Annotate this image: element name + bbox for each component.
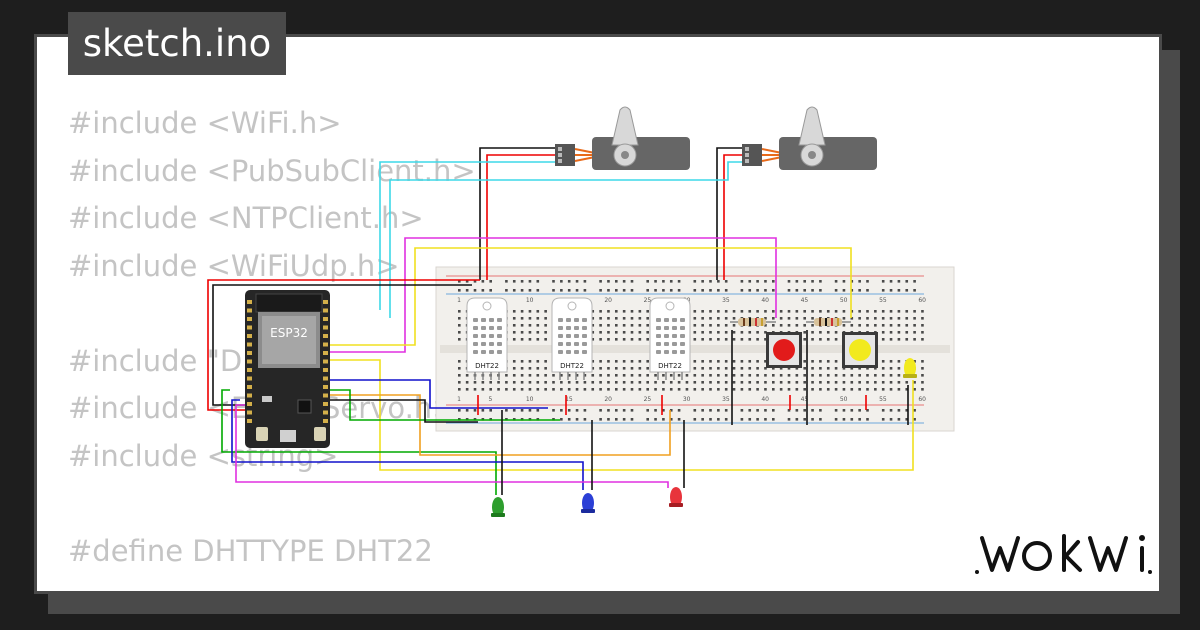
column-number: 5 bbox=[488, 396, 492, 403]
column-number: 45 bbox=[801, 396, 809, 403]
led-blue bbox=[581, 493, 595, 513]
servo-1 bbox=[555, 106, 690, 170]
wire-magenta bbox=[235, 404, 669, 488]
wires bbox=[207, 147, 914, 495]
column-number: 25 bbox=[644, 297, 652, 304]
servo-2 bbox=[742, 106, 877, 170]
code-line: #include <PubSubClient.h> bbox=[68, 153, 476, 188]
sketch-title: sketch.ino bbox=[68, 12, 286, 75]
led-green bbox=[491, 497, 505, 517]
column-number: 1 bbox=[457, 297, 461, 304]
column-number: 40 bbox=[761, 297, 769, 304]
wire-blue bbox=[231, 399, 584, 490]
column-number: 10 bbox=[526, 396, 534, 403]
column-number: 10 bbox=[526, 297, 534, 304]
column-number: 1 bbox=[457, 396, 461, 403]
dht22-label: DHT22 bbox=[475, 362, 499, 370]
column-number: 45 bbox=[801, 297, 809, 304]
column-number: 40 bbox=[761, 396, 769, 403]
wire-blue bbox=[330, 379, 548, 409]
wokwi-logo bbox=[975, 534, 1152, 574]
wire-magenta bbox=[330, 237, 777, 353]
column-number: 35 bbox=[722, 297, 730, 304]
column-number: 30 bbox=[683, 396, 691, 403]
resistor-1 bbox=[730, 318, 776, 326]
esp32-board: ESP32 bbox=[245, 290, 330, 448]
wire-yellow bbox=[330, 247, 852, 346]
wire-green bbox=[221, 389, 497, 495]
code-line: #include <NTPClient.h> bbox=[68, 201, 424, 235]
wire-green bbox=[330, 389, 560, 421]
dht22-sensor: DHT22 bbox=[649, 297, 691, 380]
wire-red bbox=[723, 154, 742, 280]
column-number: 25 bbox=[644, 396, 652, 403]
code-line: #define DHTTYPE DHT22 bbox=[68, 533, 433, 568]
column-number: 60 bbox=[918, 396, 926, 403]
wire-black bbox=[212, 284, 472, 406]
esp32-label: ESP32 bbox=[270, 326, 308, 340]
column-number: 20 bbox=[604, 396, 612, 403]
led-yellow bbox=[903, 358, 917, 378]
wire-cyan bbox=[379, 161, 555, 310]
column-number: 55 bbox=[879, 396, 887, 403]
column-number: 50 bbox=[840, 396, 848, 403]
pushbutton-yellow bbox=[842, 332, 878, 368]
column-number: 20 bbox=[604, 297, 612, 304]
code-line: #include <WiFiUdp.h> bbox=[68, 248, 400, 283]
resistor-2 bbox=[806, 318, 851, 326]
pushbutton-red bbox=[766, 332, 802, 368]
column-number: 15 bbox=[565, 396, 573, 403]
wire-yellow bbox=[330, 359, 914, 471]
wire-red bbox=[207, 279, 480, 411]
wire-red bbox=[486, 154, 555, 280]
dht22-sensors: DHT22 DHT22 DHT22 bbox=[466, 297, 691, 380]
column-number: 60 bbox=[918, 297, 926, 304]
column-numbers: 1155101015152020252530303535404045455050… bbox=[457, 297, 926, 403]
dht22-sensor: DHT22 bbox=[551, 297, 593, 380]
code-line: #include <WiFi.h> bbox=[68, 106, 342, 140]
wire-orange bbox=[330, 394, 671, 456]
dht22-label: DHT22 bbox=[560, 362, 584, 370]
dht22-sensor: DHT22 bbox=[466, 297, 508, 380]
wire-cyan bbox=[389, 161, 742, 318]
led-red bbox=[669, 487, 683, 507]
wire-black bbox=[479, 147, 555, 280]
wire-black bbox=[716, 147, 742, 280]
wire-black bbox=[330, 399, 478, 423]
column-number: 50 bbox=[840, 297, 848, 304]
column-number: 35 bbox=[722, 396, 730, 403]
dht22-label: DHT22 bbox=[658, 362, 682, 370]
column-number: 55 bbox=[879, 297, 887, 304]
